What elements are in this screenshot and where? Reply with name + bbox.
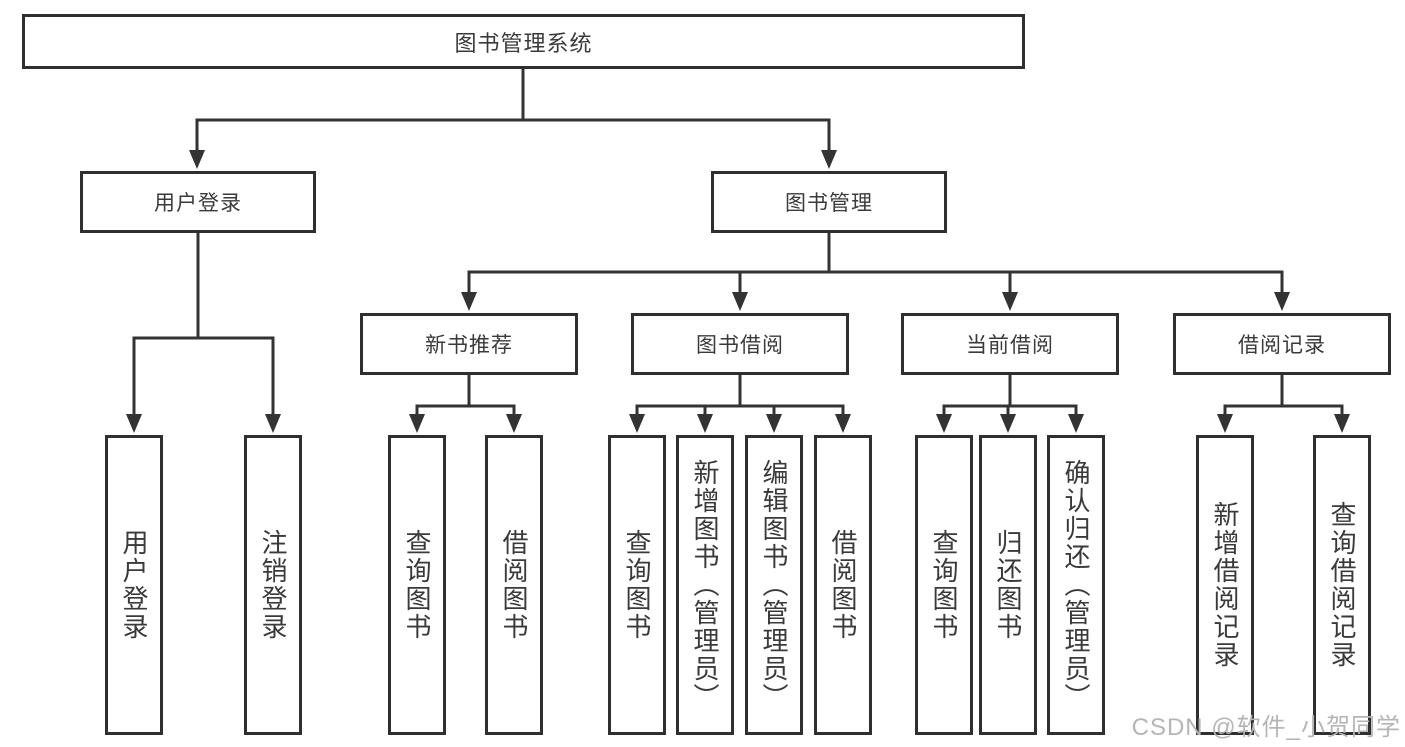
node-current-borrowing: 当前借阅 [901,313,1119,375]
leaf-borrow-books: 借阅图书 [814,435,872,735]
leaf-borrow-books-recommend: 借阅图书 [485,435,543,735]
node-new-book-recommend: 新书推荐 [360,313,578,375]
leaf-add-borrow-record: 新增借阅记录 [1196,435,1254,735]
leaf-user-login: 用户登录 [105,435,163,735]
leaf-query-books-borrow: 查询图书 [608,435,666,735]
node-book-management: 图书管理 [711,171,947,233]
node-user-login: 用户登录 [80,171,316,233]
connector-book-mgmt-to-level2 [461,233,1290,311]
connector-user-login-to-leaves [126,233,281,433]
connector-current-borrow-to-leaves [936,375,1084,433]
node-book-borrowing: 图书借阅 [631,313,849,375]
connector-records-to-leaves [1217,375,1350,433]
leaf-logout: 注销登录 [244,435,302,735]
node-borrowing-records: 借阅记录 [1173,313,1391,375]
connector-book-borrow-to-leaves [629,375,851,433]
leaf-return-books: 归还图书 [979,435,1037,735]
leaf-query-books-recommend: 查询图书 [388,435,446,735]
node-root-library-system: 图书管理系统 [22,14,1025,69]
connector-root-to-level1 [189,69,837,169]
leaf-add-books-admin: 新增图书（管理员） [676,435,734,735]
leaf-query-books-current: 查询图书 [915,435,973,735]
connector-new-book-to-leaves [409,375,522,433]
leaf-confirm-return-admin: 确认归还（管理员） [1047,435,1105,735]
leaf-edit-books-admin: 编辑图书（管理员） [745,435,803,735]
leaf-query-borrow-record: 查询借阅记录 [1313,435,1371,735]
csdn-watermark: CSDN @软件_小贺同学 [1131,714,1401,741]
